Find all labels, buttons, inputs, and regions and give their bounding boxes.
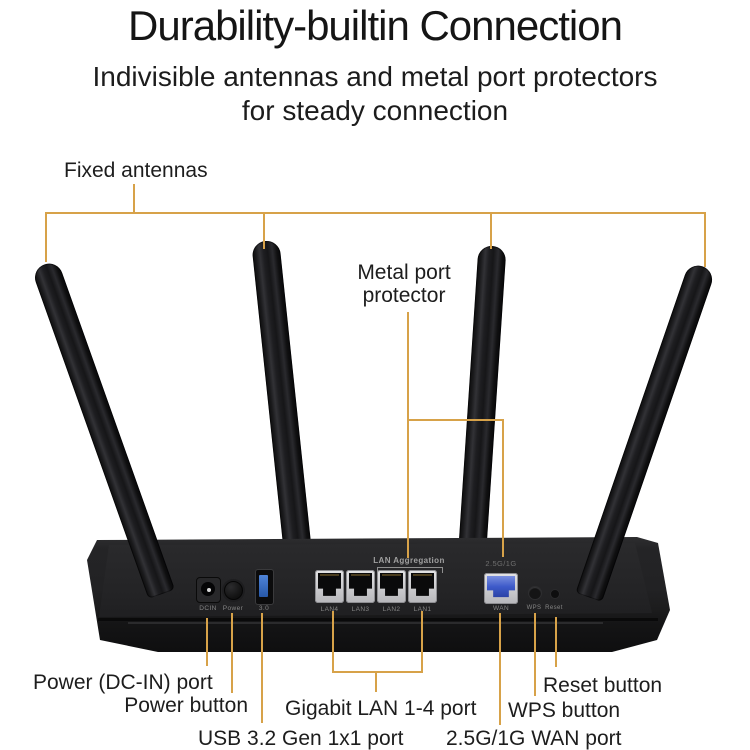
callout-line-lan-right (421, 611, 423, 673)
callout-line-wps (534, 613, 536, 696)
usb-blue-tongue (259, 575, 268, 597)
callout-line-fixed-antennas-stem (133, 184, 135, 213)
callout-line-wan (499, 613, 501, 725)
lan1-pins (413, 574, 432, 576)
dc-in-port (196, 577, 221, 603)
callout-line-lan-horizontal (332, 671, 423, 673)
panel-label-wps: WPS (526, 605, 542, 611)
usb-port (255, 569, 274, 605)
label-power-dcin-port: Power (DC-IN) port (33, 671, 213, 694)
lan3-pins (351, 574, 370, 576)
lan4-jack (318, 573, 341, 596)
panel-label-lan3: LAN3 (351, 606, 370, 613)
callout-line-protector-lan (407, 312, 409, 558)
panel-label-lan2: LAN2 (382, 606, 401, 613)
label-power-button: Power button (124, 694, 248, 717)
label-usb-port: USB 3.2 Gen 1x1 port (198, 727, 404, 750)
panel-label-lan-aggregation: LAN Aggregation (373, 556, 445, 565)
panel-label-wan-speed: 2.5G/1G (485, 559, 517, 568)
lan3-jack (349, 573, 372, 596)
callout-line-protector-wan (502, 419, 504, 557)
label-wps-button: WPS button (508, 699, 621, 722)
panel-label-usb30: 3.0 (258, 605, 270, 612)
lan2-jack (380, 573, 403, 596)
callout-line-antenna4-drop (704, 212, 706, 267)
wan-jack (487, 576, 515, 598)
label-metal-port-protector: Metal port protector (357, 261, 451, 307)
panel-label-dcin: DCIN (199, 605, 217, 612)
page-subtitle: Indivisible antennas and metal port prot… (92, 61, 658, 126)
lan2-pins (382, 574, 401, 576)
dc-in-center-pin (206, 587, 211, 592)
label-gigabit-lan-port: Gigabit LAN 1-4 port (285, 697, 477, 720)
router-base-groove (98, 618, 658, 621)
callout-line-reset (555, 617, 557, 667)
panel-label-lan4: LAN4 (320, 606, 339, 613)
callout-line-dcin (206, 618, 208, 666)
lan3-port (346, 570, 375, 603)
router-back-panel (99, 543, 652, 617)
lan4-port (315, 570, 344, 603)
callout-line-antenna1-drop (45, 212, 47, 262)
router-base-highlight (128, 622, 603, 624)
lan1-port (408, 570, 437, 603)
callout-line-usb (261, 613, 263, 723)
panel-label-lan1: LAN1 (413, 606, 432, 613)
power-button (224, 581, 243, 600)
callout-line-lan-stub (375, 671, 377, 692)
page-title: Durability-builtin Connection (128, 2, 623, 49)
label-wan-port: 2.5G/1G WAN port (446, 727, 622, 750)
lan1-jack (411, 573, 434, 596)
label-reset-button: Reset button (543, 674, 663, 697)
panel-label-reset: Reset (545, 605, 563, 611)
wan-port (484, 573, 518, 604)
wps-button (528, 586, 542, 600)
callout-line-fixed-antennas-horizontal (45, 212, 706, 214)
callout-line-lan-left (332, 611, 334, 673)
callout-line-antenna3-drop (490, 212, 492, 249)
callout-line-power-button (231, 613, 233, 693)
reset-button (550, 589, 560, 599)
panel-label-power: Power (222, 605, 244, 612)
label-fixed-antennas: Fixed antennas (64, 159, 208, 182)
lan4-pins (320, 574, 339, 576)
callout-line-antenna2-drop (263, 212, 265, 249)
callout-line-protector-branch (407, 419, 504, 421)
lan2-port (377, 570, 406, 603)
panel-label-wan: WAN (492, 605, 510, 612)
